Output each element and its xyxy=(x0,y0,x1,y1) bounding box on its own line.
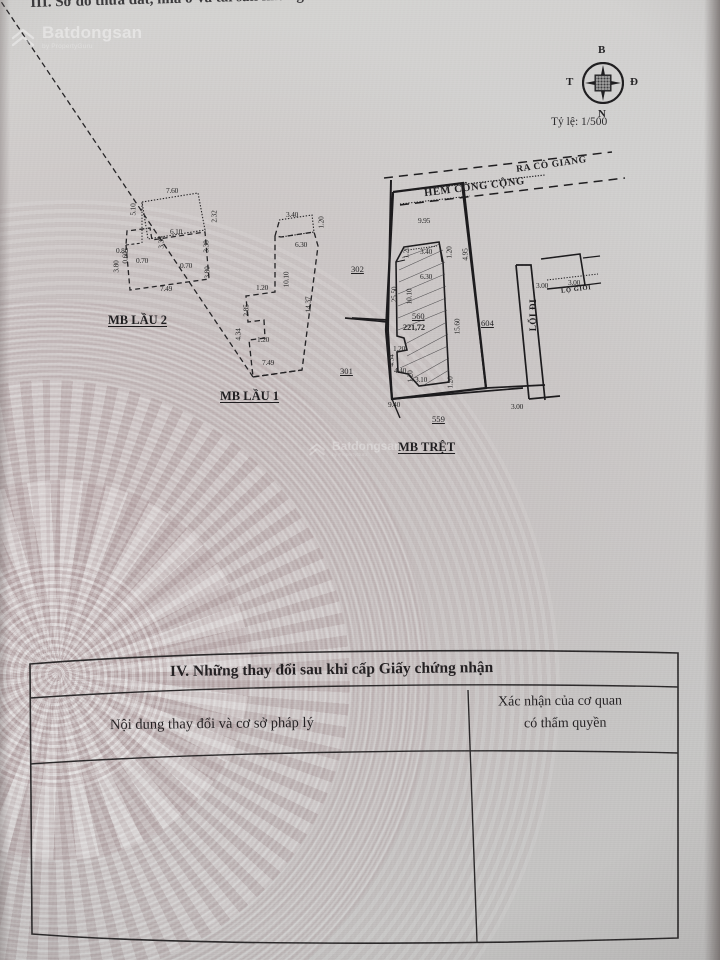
dim-lau1-0: 3.40 xyxy=(286,210,299,219)
floorplan-label-lau2: MB LẦU 2 xyxy=(108,313,168,327)
section-heading: III. Sơ đồ thửa đất, nhà ở và tài sản kh… xyxy=(30,0,395,12)
dim-lau1-3: 10.10 xyxy=(281,271,291,288)
compass-south-label: N xyxy=(598,108,606,120)
dim-tret-9: 1.20 xyxy=(393,344,406,353)
path-label: LỐI ĐI xyxy=(528,298,539,332)
dim-tret-7: 10.10 xyxy=(404,288,414,305)
batdongsan-logo-icon-center xyxy=(309,443,325,456)
dim-tret-2: 1.20 xyxy=(401,246,411,259)
dim-tret-13: 3.10 xyxy=(415,375,428,384)
parcel-id-302: 302 xyxy=(351,264,364,274)
dim-lau2-6: 3.38 xyxy=(156,236,166,249)
changes-table: IV. Những thay đổi sau khi cấp Giấy chứn… xyxy=(28,646,680,946)
compass-west-label: T xyxy=(566,76,574,88)
dim-lau2-0: 7.60 xyxy=(166,186,179,195)
dim-lau2-9: 3.38 xyxy=(201,240,211,253)
floorplan-lau2-shape xyxy=(125,192,210,291)
dim-lau2-11: 3.80 xyxy=(202,266,212,279)
parcel-560-area: 221,72 xyxy=(403,323,425,332)
watermark-brand-top: Batdongsan xyxy=(42,23,143,42)
dim-tret-16: 3.00 xyxy=(536,281,549,290)
compass-rose: B N T Đ xyxy=(560,40,660,140)
parcel-id-604: 604 xyxy=(481,318,494,328)
dim-lau1-7: 4.34 xyxy=(233,328,243,341)
batdongsan-logo-icon xyxy=(11,29,35,47)
dim-tret-14: 1.20 xyxy=(445,376,455,389)
scale-label: Tỷ lệ: 1/500 xyxy=(551,116,608,128)
dim-tret-5: 4.95 xyxy=(460,248,470,261)
dim-tret-17: 3.00 xyxy=(568,278,581,287)
dim-lau2-1: 5.10 xyxy=(128,203,138,216)
watermark-brand-center: Batdongsan xyxy=(332,439,402,453)
changes-table-borders xyxy=(29,649,679,944)
dim-lau2-4: 3.80 xyxy=(111,260,121,273)
dim-lau2-10: 0.70 xyxy=(180,261,193,270)
dim-lau1-8: 14.37 xyxy=(303,296,313,313)
dim-lau1-4: 1.20 xyxy=(256,283,269,292)
dim-tret-11: 4.40 xyxy=(394,366,407,375)
dim-tret-3: 1.20 xyxy=(444,246,454,259)
dim-lau2-3: 0.60 xyxy=(120,251,130,264)
parcel-id-301: 301 xyxy=(340,366,353,376)
changes-table-col-right-1: Xác nhận của cơ quan xyxy=(497,693,623,710)
dim-tret-18: 3.00 xyxy=(511,402,524,411)
dim-lau2-8: 2.32 xyxy=(209,210,219,223)
floorplan-label-tret: MB TRỆT xyxy=(398,440,456,454)
dim-tret-1: 3.40 xyxy=(420,247,433,256)
dim-tret-6: 25.50 xyxy=(389,286,399,303)
page-left-edge xyxy=(0,0,10,960)
page-right-edge xyxy=(704,0,720,960)
dim-lau2-2: 0.80 xyxy=(116,246,129,255)
dim-tret-4: 6.30 xyxy=(420,272,433,281)
watermark-top: Batdongsan by PropertyGuru xyxy=(10,24,142,51)
parcel-id-559: 559 xyxy=(432,414,445,424)
compass-icon xyxy=(582,62,624,104)
dim-lau2-7: 6.10 xyxy=(170,227,183,236)
dim-lau2-5: 0.70 xyxy=(136,256,149,265)
dim-lau1-2: 6.30 xyxy=(295,240,308,249)
floorplan-label-lau1: MB LẦU 1 xyxy=(220,389,280,403)
dim-lau1-5: 2.85 xyxy=(241,304,251,317)
dim-tret-0: 9.95 xyxy=(418,216,431,225)
compass-north-label: B xyxy=(598,44,606,56)
dim-lau1-6: 1.20 xyxy=(257,335,270,344)
changes-table-col-left: Nội dung thay đổi và cơ sở pháp lý xyxy=(109,714,314,734)
watermark-tagline-top: by PropertyGuru xyxy=(42,43,93,50)
changes-table-col-right-2: có thẩm quyền xyxy=(523,715,607,732)
to-street-label: RA CÔ GIANG xyxy=(515,155,588,175)
alley-label: HẺM CÔNG CỘNG xyxy=(423,175,526,200)
dim-tret-10: 4.34 xyxy=(386,354,396,367)
dim-tret-12: 1.20 xyxy=(405,370,415,383)
dim-lau2-12: 7.49 xyxy=(160,284,173,293)
compass-east-label: Đ xyxy=(630,76,638,88)
watermark-center: Batdongsan by PropertyGuru xyxy=(308,440,401,459)
dim-lau1-9: 7.49 xyxy=(262,358,275,367)
parcel-id-560: 560 xyxy=(412,312,425,321)
dim-tret-15: 9.40 xyxy=(388,400,401,409)
watermark-tagline-center: by PropertyGuru xyxy=(332,453,368,458)
dim-tret-8: 15.60 xyxy=(452,318,462,335)
dim-lau1-1: 1.20 xyxy=(316,216,326,229)
